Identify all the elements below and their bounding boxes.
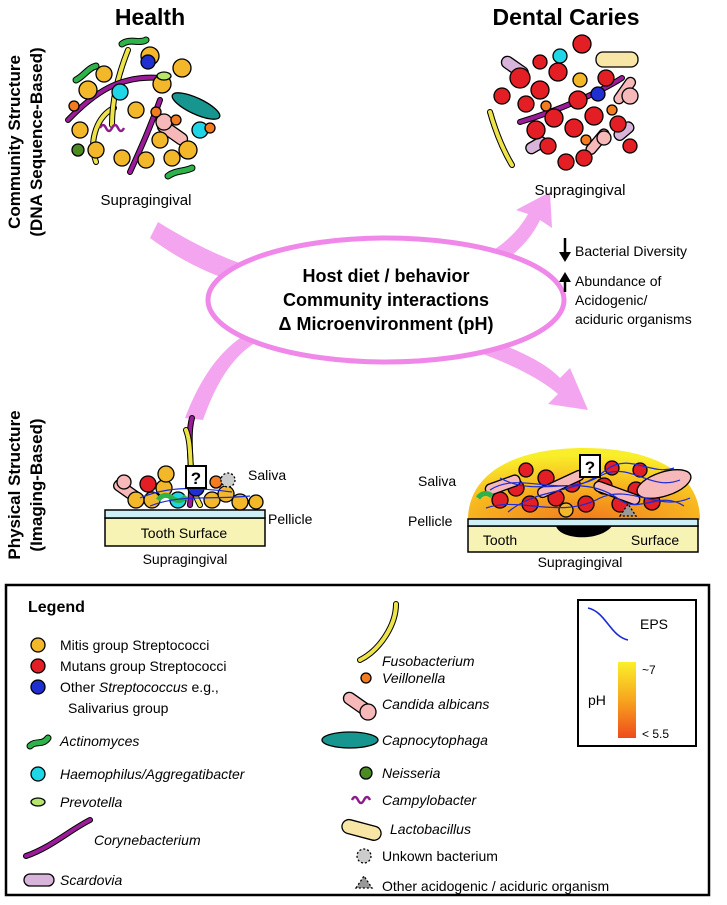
center-line3: Δ Microenvironment (pH): [279, 314, 494, 334]
eps-ph-box: EPS pH ~7 < 5.5: [577, 599, 697, 747]
legend-salivarius-label: Salivarius group: [68, 700, 169, 716]
other-strep-icon: [30, 679, 46, 695]
caries-physical-structure: ?: [467, 448, 700, 553]
neisseria-icon: [359, 766, 373, 780]
arrow-center-to-caries-physical: [472, 336, 588, 410]
center-ellipse: [205, 235, 567, 365]
arrow-physical-up: [185, 312, 292, 420]
legend-unknown-label: Unkown bacterium: [382, 848, 498, 864]
legend-fusobacterium-label: Fusobacterium: [382, 653, 475, 669]
legend-prevotella-label: Prevotella: [60, 794, 122, 810]
down-arrowhead-icon: [559, 252, 571, 262]
physical-row-sublabel: (Imaging-Based): [27, 418, 46, 551]
mutans-icon: [30, 658, 46, 674]
legend-col2-icons: [321, 601, 399, 889]
legend-candida-label: Candida albicans: [382, 696, 489, 712]
center-line1: Host diet / behavior: [302, 266, 469, 286]
veillonella-icon: [360, 672, 372, 684]
ph-high-label: ~7: [642, 663, 656, 677]
legend-corynebacterium-label: Corynebacterium: [94, 832, 201, 848]
lactobacillus-icon: [341, 818, 382, 841]
actinomyces-icon: [26, 734, 52, 750]
mitis-icon: [30, 637, 46, 653]
eps-line-icon: [587, 607, 629, 641]
health-physical-structure: ?: [104, 415, 266, 547]
caries-community-cluster: [487, 34, 639, 171]
tooth-surface-label: Tooth Surface: [141, 525, 228, 541]
ph-low-label: < 5.5: [642, 727, 669, 741]
tooth-label: Tooth: [483, 532, 517, 548]
community-row-label: Community Structure: [5, 55, 24, 229]
unknown-box-left: [185, 465, 207, 489]
diversity-label: Bacterial Diversity: [575, 243, 687, 259]
unknown-mark-left: ?: [191, 469, 201, 488]
surface-label: Surface: [631, 532, 679, 548]
health-physical-site: Supragingival: [143, 551, 228, 567]
up-arrowhead-icon: [559, 272, 571, 282]
acidogenic-organism-icon: [354, 874, 374, 889]
haemophilus-icon: [30, 766, 46, 782]
ph-scale-bar: [618, 662, 636, 738]
legend-campylobacter-label: Campylobacter: [382, 792, 477, 808]
scardovia-icon: [23, 873, 55, 887]
ph-label: pH: [588, 692, 606, 708]
legend-veillonella-label: Veillonella: [382, 670, 446, 686]
eps-label: EPS: [640, 616, 668, 632]
unknown-box-right: [579, 454, 601, 478]
legend-haemophilus-label: Haemophilus/Aggregatibacter: [60, 766, 246, 782]
pellicle-right-label: Pellicle: [408, 513, 453, 529]
saliva-left-label: Saliva: [248, 467, 286, 483]
diversity-change: Bacterial Diversity: [559, 238, 687, 262]
legend-actinomyces-label: Actinomyces: [59, 733, 139, 749]
physical-row-label: Physical Structure: [5, 410, 24, 559]
abundance-line1: Abundance of: [575, 273, 662, 289]
center-line2: Community interactions: [283, 290, 489, 310]
legend-capnocytophaga-label: Capnocytophaga: [382, 732, 488, 748]
abundance-line3: aciduric organisms: [575, 311, 692, 327]
tooth-surface-left: [104, 517, 266, 547]
legend-mitis-label: Mitis group Streptococci: [60, 637, 209, 653]
pellicle-left-label: Pellicle: [268, 511, 313, 527]
saliva-right-label: Saliva: [418, 473, 456, 489]
caries-title: Dental Caries: [492, 4, 639, 30]
caries-physical-site: Supragingival: [538, 554, 623, 570]
legend-mutans-label: Mutans group Streptococci: [60, 658, 227, 674]
health-community-site: Supragingival: [101, 192, 192, 209]
abundance-change: Abundance of Acidogenic/ aciduric organi…: [559, 272, 692, 327]
legend-title: Legend: [28, 599, 85, 616]
legend-other-strep-label: Other Streptococcus e.g.,: [60, 679, 219, 695]
pellicle-right: [467, 518, 699, 527]
prevotella-icon: [30, 797, 46, 807]
campylobacter-icon: [350, 795, 372, 805]
legend-acidogenic-label: Other acidogenic / aciduric organism: [382, 878, 609, 894]
unknown-bacterium-icon: [356, 848, 372, 864]
caries-community-site: Supragingival: [535, 182, 626, 199]
fusobacterium-icon: [357, 601, 399, 663]
lesion: [556, 526, 612, 538]
legend-col1-icons: [23, 637, 93, 887]
legend-lactobacillus-label: Lactobacillus: [390, 821, 471, 837]
corynebacterium-icon: [23, 817, 93, 859]
capnocytophaga-icon: [321, 731, 379, 749]
community-row-sublabel: (DNA Sequence-Based): [27, 47, 46, 236]
legend-scardovia-label: Scardovia: [60, 872, 122, 888]
legend-neisseria-label: Neisseria: [382, 765, 441, 781]
candida-icon: [342, 691, 377, 721]
unknown-mark-right: ?: [585, 458, 595, 477]
health-title: Health: [115, 4, 185, 30]
pellicle-left: [104, 509, 266, 519]
abundance-line2: Acidogenic/: [575, 292, 647, 308]
health-community-cluster: [65, 36, 221, 180]
